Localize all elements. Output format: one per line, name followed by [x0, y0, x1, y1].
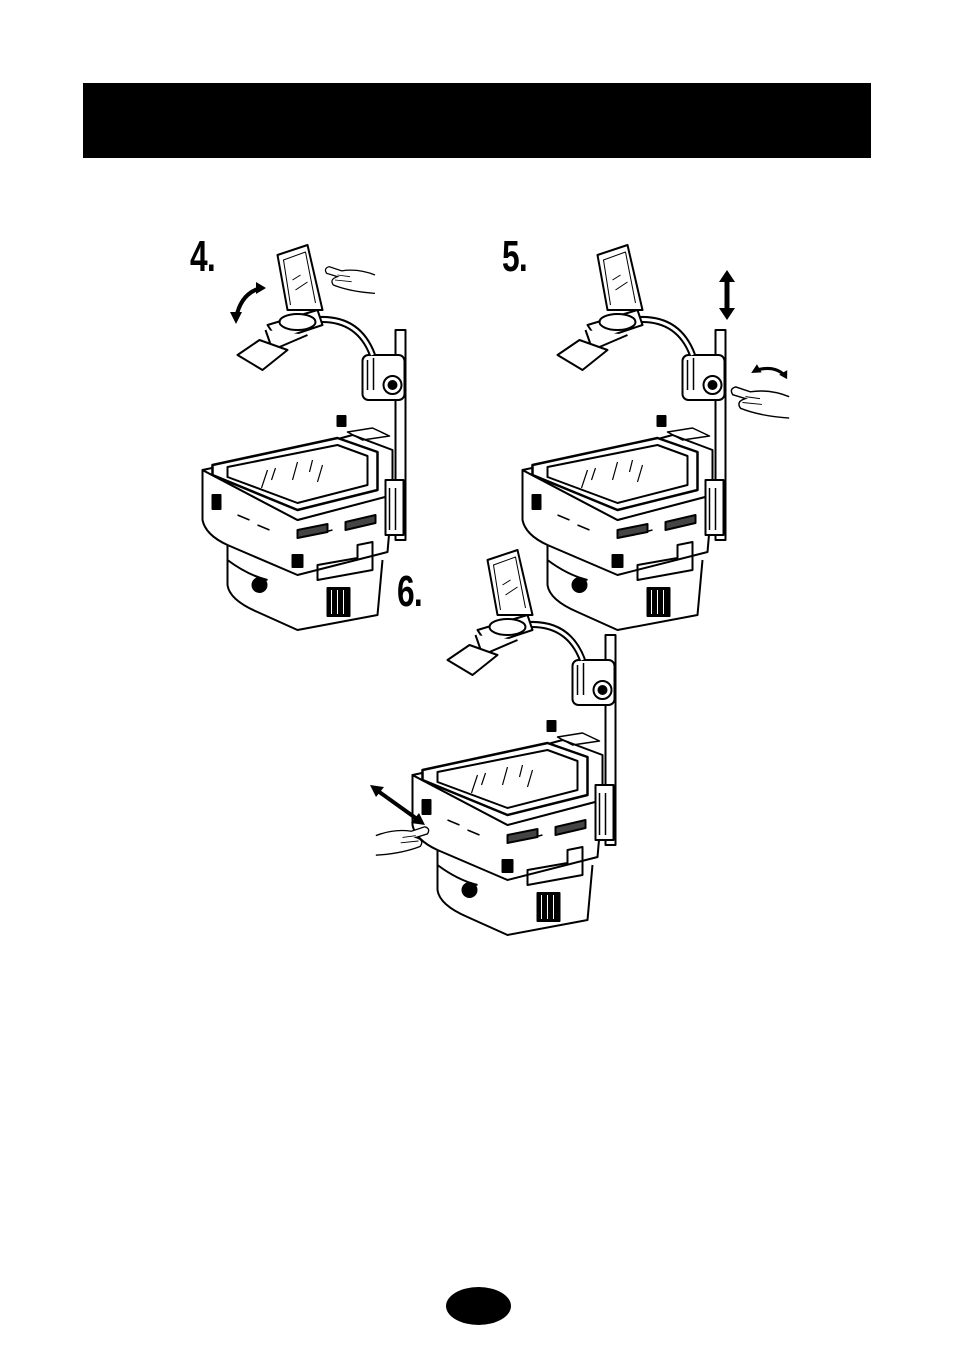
- curved-double-arrow-icon: [228, 280, 268, 325]
- horizontal-double-arrow-icon: [370, 785, 425, 825]
- step-5: 5.: [502, 235, 792, 595]
- vertical-double-arrow-icon: [717, 270, 737, 320]
- step-number: 4.: [190, 235, 215, 279]
- step-6: 6.: [365, 570, 625, 890]
- header-bar: [83, 83, 871, 158]
- step-number: 5.: [502, 235, 527, 279]
- step-4: 4.: [190, 235, 420, 585]
- step-number: 6.: [397, 570, 422, 614]
- page-number-badge: [446, 1287, 511, 1325]
- hand-icon: [320, 265, 380, 295]
- hand-icon: [730, 385, 790, 420]
- projector-illustration: [400, 635, 630, 935]
- hand-icon: [370, 825, 435, 857]
